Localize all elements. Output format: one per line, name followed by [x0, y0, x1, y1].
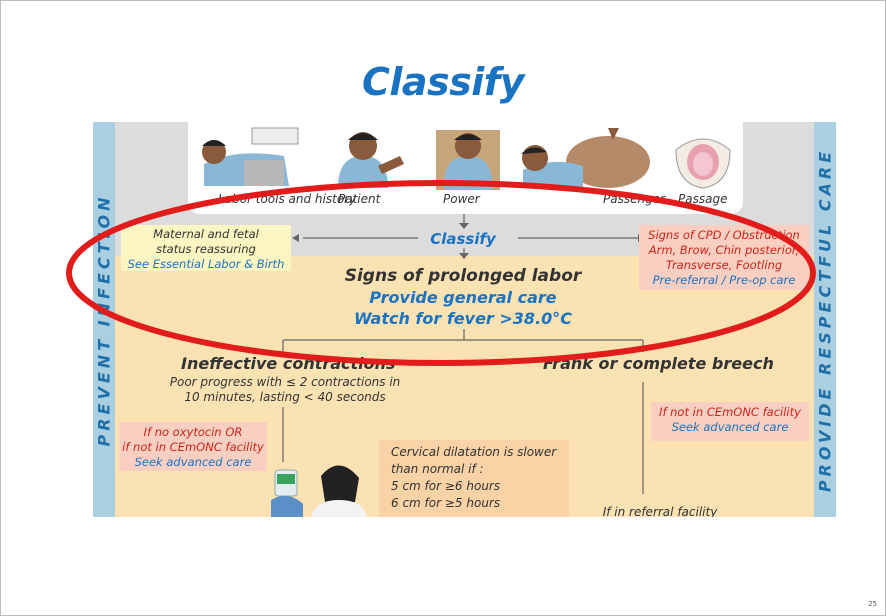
cemonc-box: If not in CEmONC facility Seek advanced … — [651, 402, 809, 441]
left-sidebar: PREVENT INFECTION — [93, 122, 115, 517]
cemonc-seek-care: Seek advanced care — [671, 420, 789, 434]
reassuring-line2: status reassuring — [156, 242, 256, 256]
cpd-obstruction-box: Signs of CPD / Obstruction Arm, Brow, Ch… — [639, 225, 809, 290]
ineffective-contractions-heading: Ineffective contractions — [181, 354, 396, 373]
oxytocin-seek-care: Seek advanced care — [134, 455, 252, 469]
fever-watch-text: Watch for fever >38.0°C — [353, 309, 573, 328]
dilatation-line2: than normal if : — [391, 462, 484, 476]
referral-facility-text: If in referral facility — [602, 505, 718, 517]
classify-label: Classify — [430, 230, 496, 248]
passenger-illustration — [521, 128, 650, 188]
prevent-infection-text: PREVENT INFECTION — [94, 193, 114, 446]
slide-title: Classify — [361, 60, 525, 104]
pre-referral-link[interactable]: Pre-referral / Pre-op care — [652, 273, 796, 287]
breech-heading: Frank or complete breech — [543, 354, 774, 373]
dilatation-box: Cervical dilatation is slower than norma… — [379, 440, 569, 517]
cpd-line1: Signs of CPD / Obstruction — [648, 228, 800, 242]
respectful-care-text: PROVIDE RESPECTFUL CARE — [815, 147, 835, 492]
dilatation-line3: 5 cm for ≥6 hours — [391, 479, 501, 493]
essential-labor-link[interactable]: See Essential Labor & Birth — [127, 257, 285, 271]
contractions-detail-line2: 10 minutes, lasting < 40 seconds — [184, 390, 386, 404]
dilatation-line1: Cervical dilatation is slower — [391, 445, 557, 459]
reassuring-line1: Maternal and fetal — [153, 227, 259, 241]
reassuring-box: Maternal and fetal status reassuring See… — [121, 225, 291, 271]
flowchart-image: Labor tools and history Patient Power Pa… — [93, 122, 836, 517]
prolonged-labor-heading: Signs of prolonged labor — [344, 266, 582, 286]
contractions-detail-line1: Poor progress with ≤ 2 contractions in — [169, 375, 401, 389]
page-number: 25 — [868, 600, 877, 608]
right-sidebar: PROVIDE RESPECTFUL CARE — [814, 122, 836, 517]
ineffective-contractions-detail: Poor progress with ≤ 2 contractions in 1… — [165, 375, 405, 405]
cpd-line2: Arm, Brow, Chin posterior, — [648, 243, 800, 257]
cpd-line3: Transverse, Footling — [665, 258, 783, 272]
cemonc-line1: If not in CEmONC facility — [659, 405, 801, 419]
general-care-text: Provide general care — [369, 288, 557, 307]
oxytocin-line1: If no oxytocin OR — [143, 425, 243, 439]
dilatation-line4: 6 cm for ≥5 hours — [391, 496, 501, 510]
passage-illustration — [675, 138, 731, 189]
oxytocin-box: If no oxytocin OR if not in CEmONC facil… — [119, 422, 267, 471]
oxytocin-line2: if not in CEmONC facility — [122, 440, 264, 454]
